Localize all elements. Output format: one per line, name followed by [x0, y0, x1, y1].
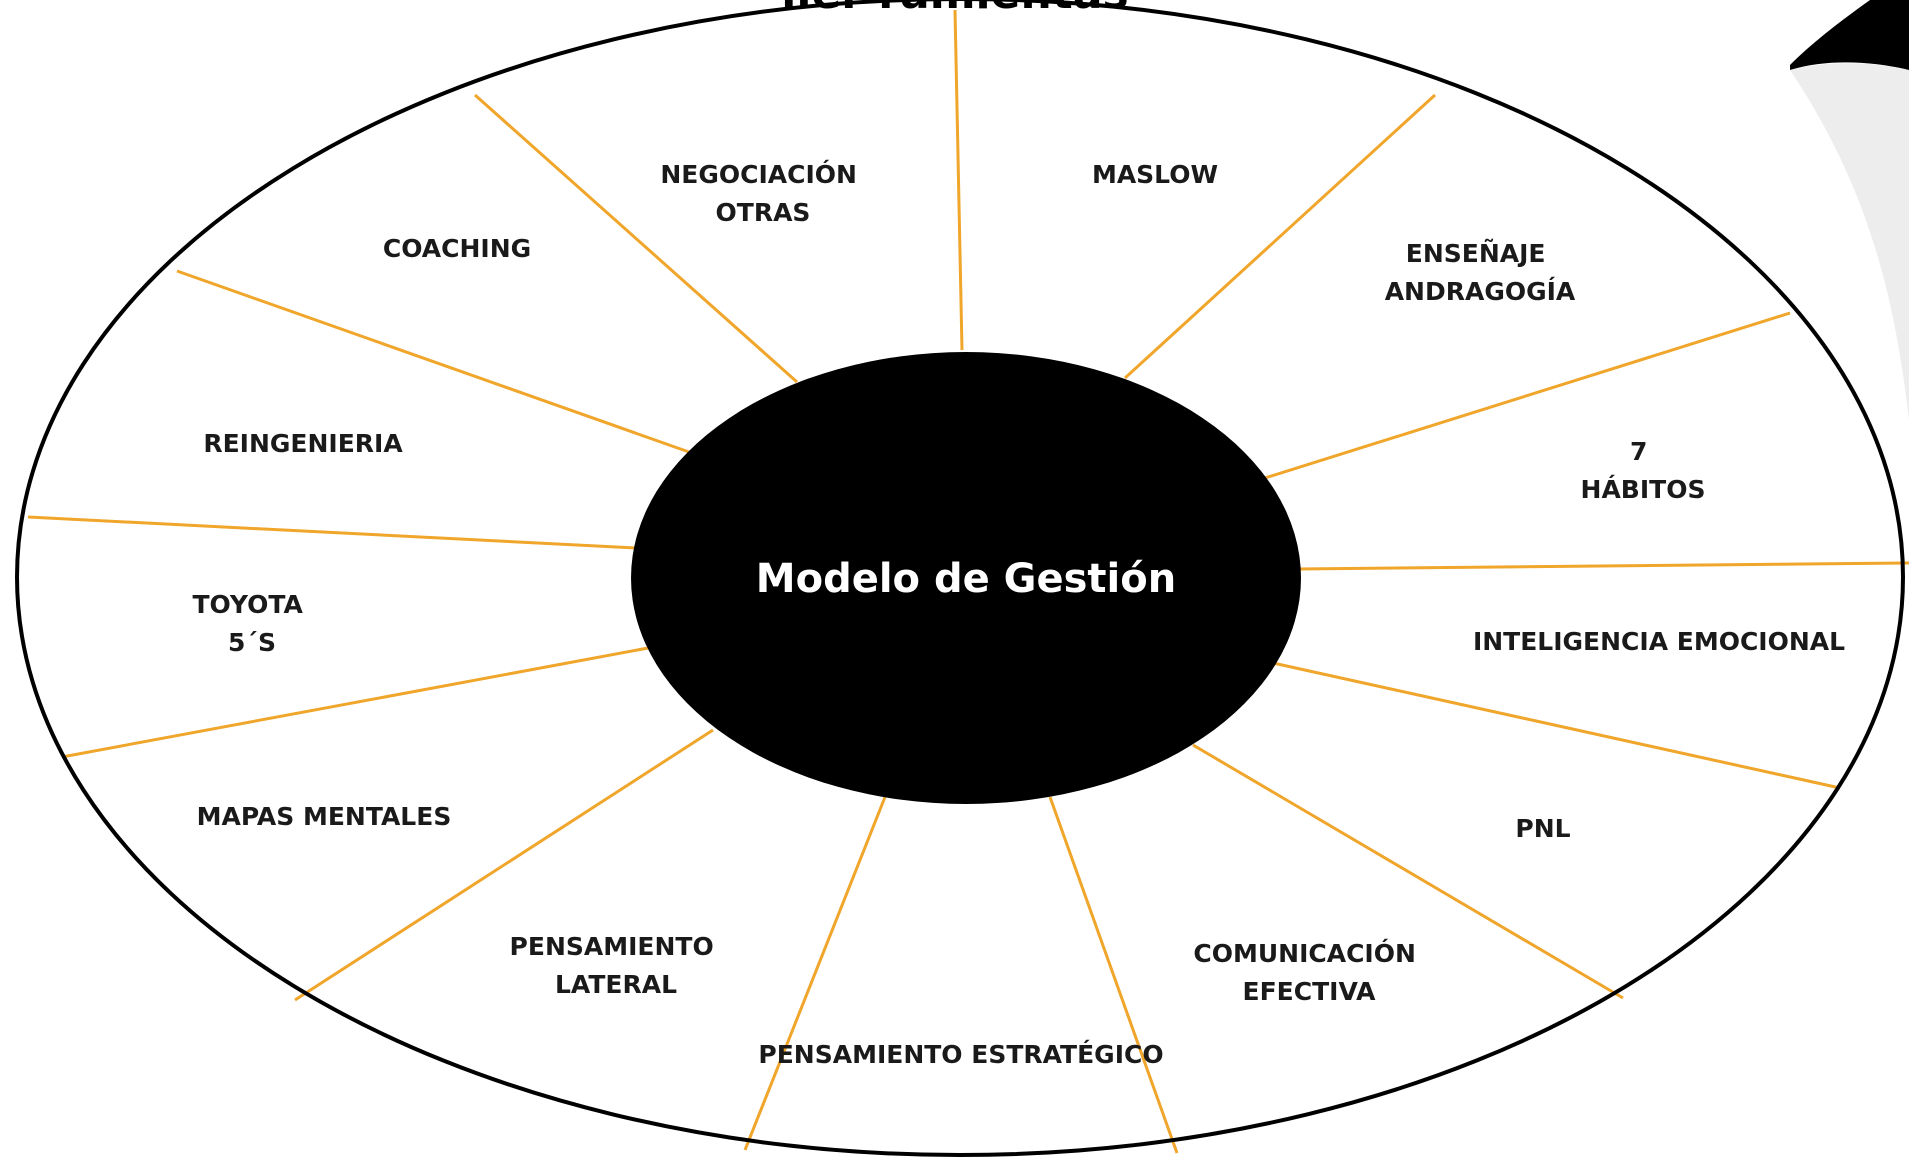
corner-decoration — [1790, 0, 1909, 70]
segment-labels: MASLOW ENSEÑAJE ANDRAGOGÍA 7 HÁBITOS INT… — [192, 159, 1845, 1069]
spoke-6 — [1192, 743, 1624, 1000]
corner-shadow — [1790, 63, 1909, 420]
segment-label-maslow: MASLOW — [1092, 160, 1218, 189]
segment-label-habitos: 7 HÁBITOS — [1581, 437, 1706, 504]
outer-ring — [15, 0, 1905, 1157]
segment-label-ensenaje: ENSEÑAJE ANDRAGOGÍA — [1385, 239, 1576, 306]
segment-label-negociacion: NEGOCIACIÓN OTRAS — [660, 159, 865, 227]
spoke-7 — [1048, 796, 1179, 1154]
heading-fragment: ller ramientas — [781, 0, 1128, 19]
segment-label-pnl: PNL — [1515, 814, 1570, 843]
segment-label-lateral: PENSAMIENTO LATERAL — [510, 932, 723, 999]
spoke-3 — [1264, 311, 1791, 480]
spoke-12 — [176, 269, 690, 454]
hub-label: Modelo de Gestión — [756, 556, 1176, 602]
spokes — [27, 9, 1909, 1154]
segment-label-mapas: MAPAS MENTALES — [197, 802, 452, 831]
spoke-9 — [294, 728, 714, 1002]
spoke-5 — [1272, 661, 1841, 790]
spoke-1 — [953, 9, 964, 351]
spoke-4 — [1296, 561, 1909, 571]
spoke-10 — [61, 646, 649, 759]
segment-label-toyota: TOYOTA 5´S — [192, 590, 311, 657]
segment-label-comunicacion: COMUNICACIÓN EFECTIVA — [1193, 938, 1424, 1006]
spoke-11 — [27, 515, 637, 550]
central-hub — [631, 352, 1301, 804]
spoke-13 — [474, 93, 798, 384]
spoke-2 — [1123, 93, 1437, 380]
segment-label-estrategico: PENSAMIENTO ESTRATÉGICO — [758, 1040, 1163, 1069]
segment-label-coaching: COACHING — [383, 234, 531, 263]
segment-label-inteligencia: INTELIGENCIA EMOCIONAL — [1473, 627, 1845, 656]
segment-label-reingenieria: REINGENIERIA — [203, 429, 403, 458]
spoke-8 — [743, 796, 887, 1151]
